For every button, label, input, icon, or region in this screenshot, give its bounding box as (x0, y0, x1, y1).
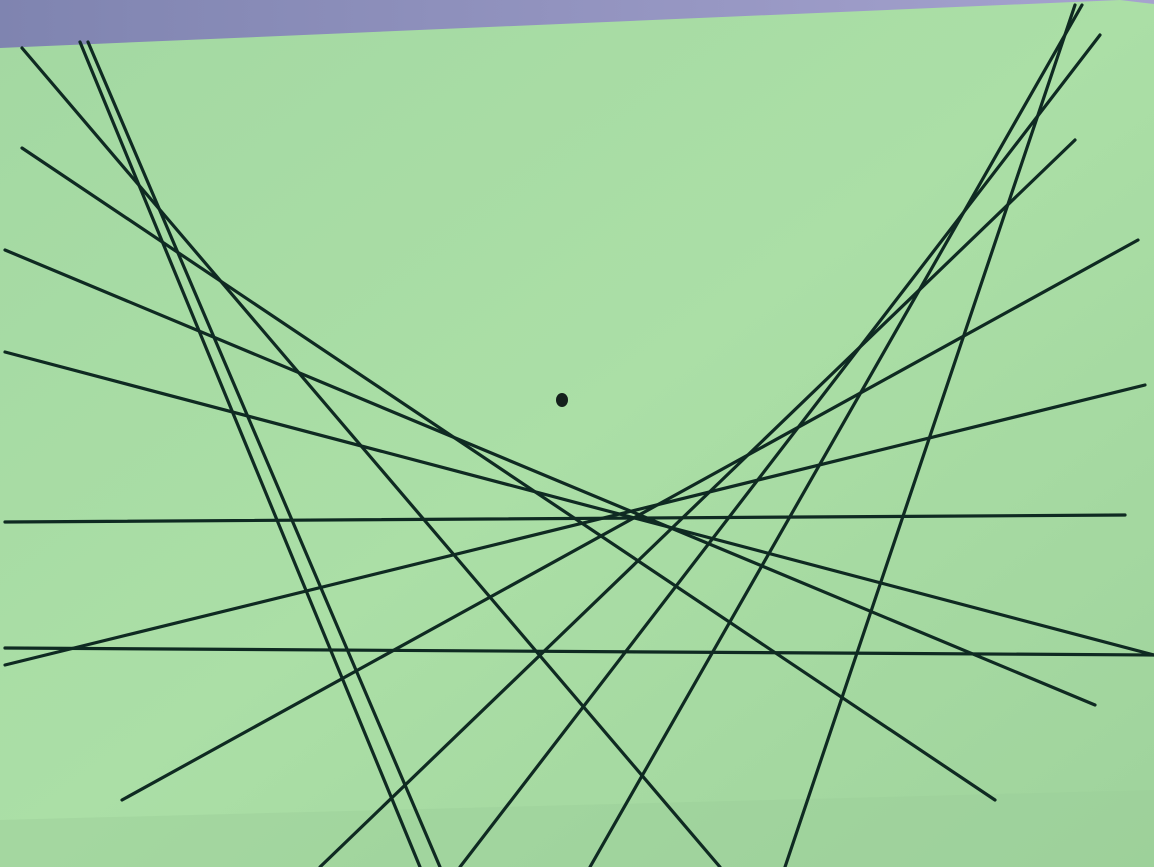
focus-point (556, 393, 568, 407)
